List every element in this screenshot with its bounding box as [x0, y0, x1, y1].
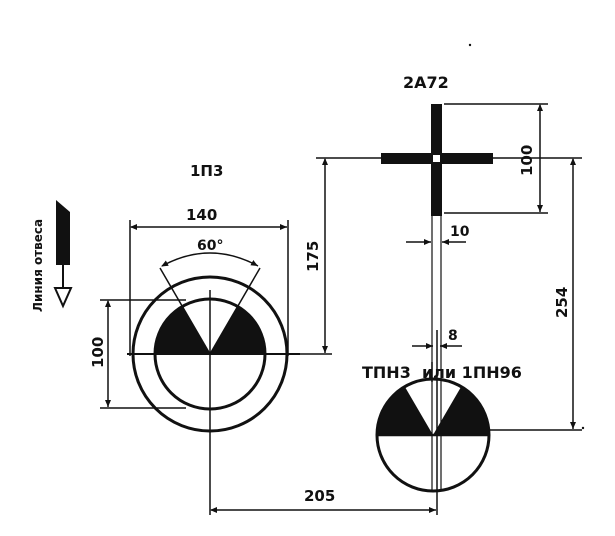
- dim-254: 254: [488, 157, 582, 431]
- angle-60-label: 60°: [197, 238, 223, 254]
- dim-175-label: 175: [304, 241, 322, 272]
- angle-arc: [161, 252, 259, 267]
- dim-140-label: 140: [186, 206, 217, 224]
- scan-speck: [581, 426, 585, 430]
- dim-100-left: 100: [89, 299, 186, 409]
- dim-100-top-label: 100: [518, 145, 536, 176]
- dim-100-left-label: 100: [89, 337, 107, 368]
- left-sector-tpn3: [377, 387, 433, 435]
- right-sector-tpn3: [433, 387, 489, 435]
- plumb-line-indicator: Линия отвеса: [31, 200, 73, 312]
- crosshair-center: [433, 155, 440, 162]
- reticle-2a72: 2А72: [381, 73, 493, 216]
- reticle-tpn3: ТПН3 или 1ПН96: [362, 330, 522, 515]
- dim-254-label: 254: [553, 287, 571, 318]
- plumb-arrow-icon: [53, 200, 73, 309]
- label-1p3: 1П3: [190, 162, 223, 180]
- plumb-line-label: Линия отвеса: [31, 219, 45, 312]
- angle-ray-right: [209, 267, 261, 355]
- right-sector-1p3: [210, 307, 265, 354]
- scan-speck: [468, 43, 472, 47]
- dim-205-label: 205: [304, 487, 335, 505]
- dim-10-label: 10: [450, 224, 470, 240]
- dim-205: 205: [210, 487, 436, 513]
- angle-ray-left: [159, 267, 211, 355]
- dim-10: 10: [406, 216, 470, 490]
- label-tpn3: ТПН3 или 1ПН96: [362, 363, 522, 382]
- label-2a72: 2А72: [403, 73, 449, 92]
- dim-140: 140: [129, 206, 289, 356]
- left-sector-1p3: [155, 307, 210, 354]
- dim-8-label: 8: [448, 328, 458, 344]
- dim-8: 8: [412, 328, 462, 349]
